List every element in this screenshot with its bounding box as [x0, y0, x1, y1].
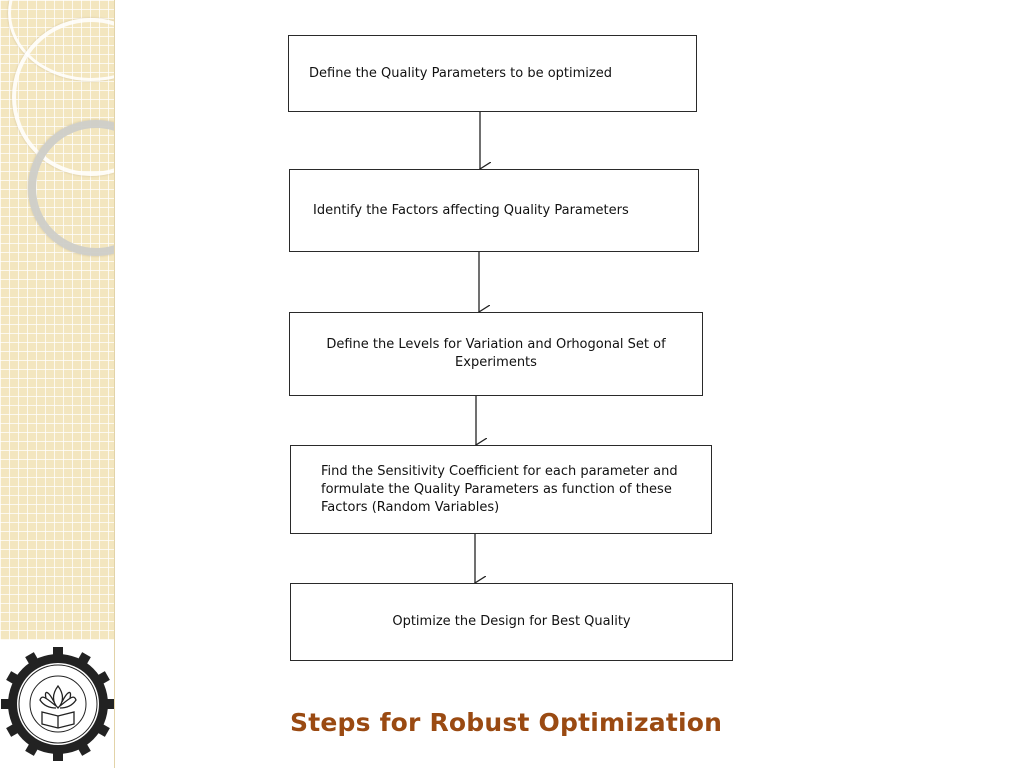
logo-area: [0, 640, 115, 768]
flow-step-optimize-design: Optimize the Design for Best Quality: [290, 583, 733, 661]
flow-step-define-levels: Define the Levels for Variation and Orho…: [289, 312, 703, 396]
flow-step-identify-factors: Identify the Factors affecting Quality P…: [289, 169, 699, 252]
flow-step-label: Define the Levels for Variation and Orho…: [326, 337, 666, 370]
flow-step-label: Find the Sensitivity Coefficient for eac…: [321, 463, 678, 515]
institute-seal-icon: [1, 647, 115, 761]
decorative-sidebar: [0, 0, 115, 640]
flow-step-define-quality-parameters: Define the Quality Parameters to be opti…: [288, 35, 697, 112]
flow-step-label: Define the Quality Parameters to be opti…: [309, 65, 612, 81]
slide-title: Steps for Robust Optimization: [290, 708, 723, 737]
flow-step-label: Identify the Factors affecting Quality P…: [313, 202, 629, 218]
flow-step-sensitivity-coefficient: Find the Sensitivity Coefficient for eac…: [290, 445, 712, 534]
flow-step-label: Optimize the Design for Best Quality: [392, 614, 631, 629]
